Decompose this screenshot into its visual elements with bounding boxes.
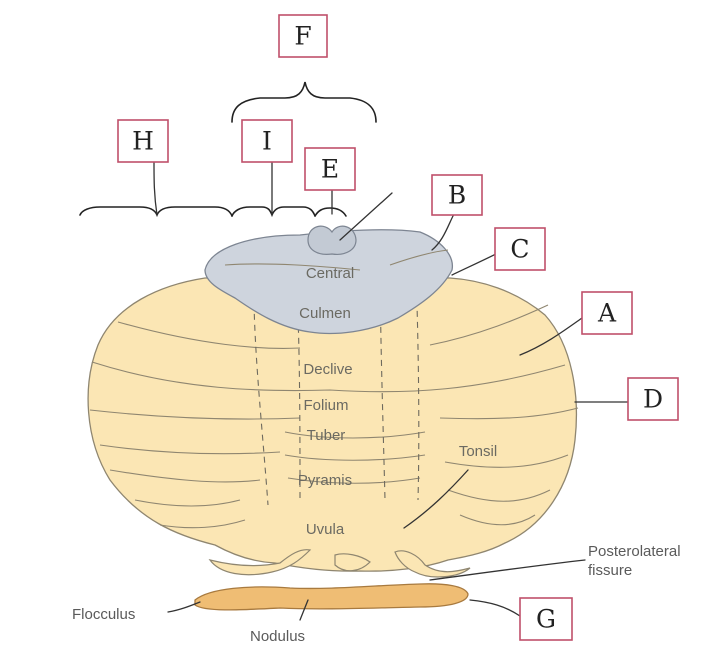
svg-text:I: I	[262, 127, 272, 156]
box-E: E	[305, 148, 355, 190]
label-pyramis: Pyramis	[298, 472, 352, 489]
label-nodulus: Nodulus	[250, 628, 305, 645]
svg-text:D: D	[643, 385, 663, 414]
label-declive: Declive	[303, 361, 352, 378]
svg-text:C: C	[510, 235, 529, 264]
box-C: C	[495, 228, 545, 270]
lingula-lobule	[308, 226, 356, 254]
svg-text:A: A	[597, 299, 617, 328]
box-H: H	[118, 120, 168, 162]
svg-text:F: F	[294, 22, 311, 51]
flocculonodular-lobe	[195, 584, 468, 610]
box-B: B	[432, 175, 482, 215]
label-tuber: Tuber	[307, 427, 346, 444]
box-I: I	[242, 120, 292, 162]
label-culmen: Culmen	[299, 305, 351, 322]
box-F: F	[279, 15, 327, 57]
label-posterolateral: Posterolateral	[588, 543, 681, 560]
svg-text:B: B	[448, 181, 466, 210]
box-D: D	[628, 378, 678, 420]
label-flocculus: Flocculus	[72, 606, 135, 623]
label-folium: Folium	[303, 397, 348, 414]
box-G: G	[520, 598, 572, 640]
svg-text:H: H	[132, 127, 154, 156]
label-central: Central	[306, 265, 354, 282]
box-A: A	[582, 292, 632, 334]
label-uvula: Uvula	[306, 521, 345, 538]
label-fissure: fissure	[588, 562, 632, 579]
svg-text:G: G	[536, 605, 556, 634]
svg-text:E: E	[321, 155, 339, 184]
label-tonsil: Tonsil	[459, 443, 497, 460]
